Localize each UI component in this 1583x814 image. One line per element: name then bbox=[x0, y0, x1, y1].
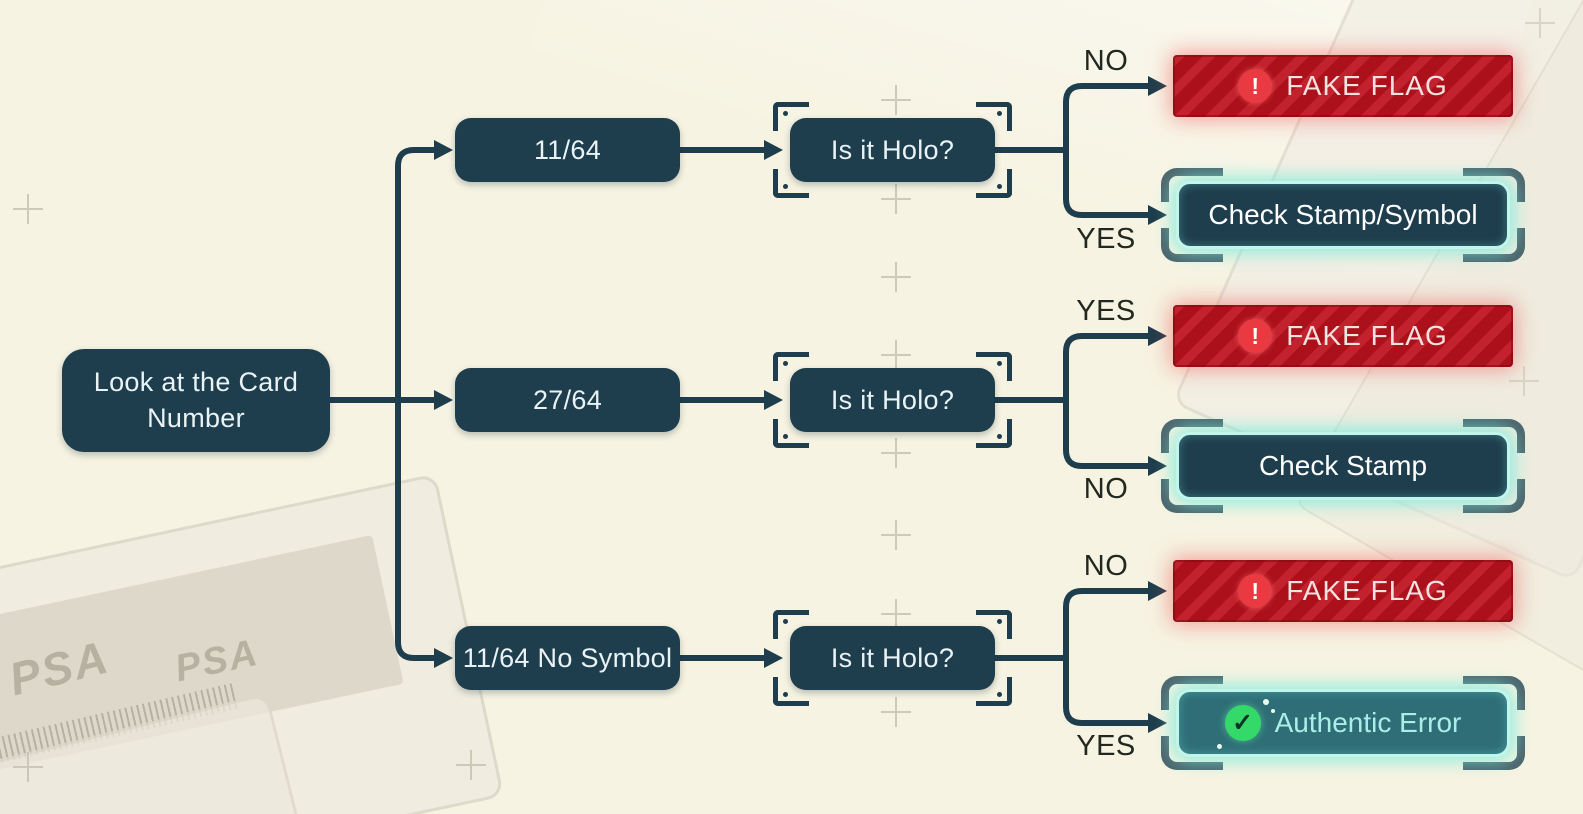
alert-exclamation-icon: ! bbox=[1238, 69, 1273, 103]
branch-label-yes: YES bbox=[1076, 223, 1136, 255]
psa-logo-watermark: PSA bbox=[3, 630, 115, 706]
crosshair-mark bbox=[881, 438, 911, 468]
outcome-fake-flag-3: ! FAKE FLAG bbox=[1173, 560, 1513, 622]
root-node-look-at-card-number: Look at the Card Number bbox=[62, 349, 330, 452]
faded-card-slab-bottom-left: PSA PSA bbox=[0, 473, 505, 814]
outcome-label: FAKE FLAG bbox=[1286, 575, 1448, 606]
outcome-fake-flag-2: ! FAKE FLAG bbox=[1173, 305, 1513, 367]
alert-exclamation-icon: ! bbox=[1238, 574, 1273, 608]
outcome-fake-flag-1: ! FAKE FLAG bbox=[1173, 55, 1513, 117]
crosshair-mark bbox=[881, 520, 911, 550]
crosshair-mark bbox=[881, 599, 911, 629]
question-node-is-it-holo-2: Is it Holo? bbox=[790, 368, 995, 432]
question-node-is-it-holo-1: Is it Holo? bbox=[790, 118, 995, 182]
outcome-label: Check Stamp/Symbol bbox=[1208, 199, 1478, 230]
outcome-label: Check Stamp bbox=[1258, 450, 1428, 481]
checkmark-icon: ✓ bbox=[1216, 699, 1275, 749]
condition-node-27-64: 27/64 bbox=[455, 368, 680, 432]
crosshair-mark bbox=[881, 697, 911, 727]
crosshair-mark bbox=[13, 194, 43, 224]
crosshair-mark bbox=[456, 750, 486, 780]
outcome-label: Authentic Error bbox=[1274, 707, 1462, 738]
crosshair-mark bbox=[881, 85, 911, 115]
outcome-authentic-error: ✓ Authentic Error bbox=[1176, 689, 1510, 757]
branch-label-no: NO bbox=[1083, 473, 1129, 505]
question-node-is-it-holo-3: Is it Holo? bbox=[790, 626, 995, 690]
faded-card-slab-bottom-left-2 bbox=[0, 692, 321, 814]
crosshair-mark bbox=[1509, 366, 1539, 396]
outcome-check-stamp: Check Stamp bbox=[1176, 432, 1510, 500]
alert-exclamation-icon: ! bbox=[1238, 319, 1273, 353]
crosshair-mark bbox=[881, 184, 911, 214]
branch-label-yes: YES bbox=[1076, 730, 1136, 762]
sparkle-dot bbox=[1270, 709, 1275, 713]
condition-node-11-64: 11/64 bbox=[455, 118, 680, 182]
crosshair-mark bbox=[881, 262, 911, 292]
crosshair-mark bbox=[13, 752, 43, 782]
condition-node-11-64-no-symbol: 11/64 No Symbol bbox=[455, 626, 680, 690]
crosshair-mark bbox=[1525, 8, 1555, 38]
branch-label-no: NO bbox=[1083, 550, 1129, 582]
sparkle-dot bbox=[1262, 699, 1269, 705]
psa-logo-watermark: PSA bbox=[171, 631, 263, 691]
outcome-label: FAKE FLAG bbox=[1286, 320, 1448, 351]
sparkle-dot bbox=[1216, 744, 1222, 749]
outcome-label: FAKE FLAG bbox=[1286, 70, 1448, 101]
checkmark-glyph: ✓ bbox=[1232, 709, 1254, 737]
crosshair-mark bbox=[881, 340, 911, 370]
barcode-watermark bbox=[0, 682, 240, 765]
slab-label-area: PSA PSA bbox=[0, 534, 404, 774]
branch-label-yes: YES bbox=[1076, 295, 1136, 327]
outcome-check-stamp-symbol: Check Stamp/Symbol bbox=[1176, 181, 1510, 249]
branch-label-no: NO bbox=[1083, 45, 1129, 77]
